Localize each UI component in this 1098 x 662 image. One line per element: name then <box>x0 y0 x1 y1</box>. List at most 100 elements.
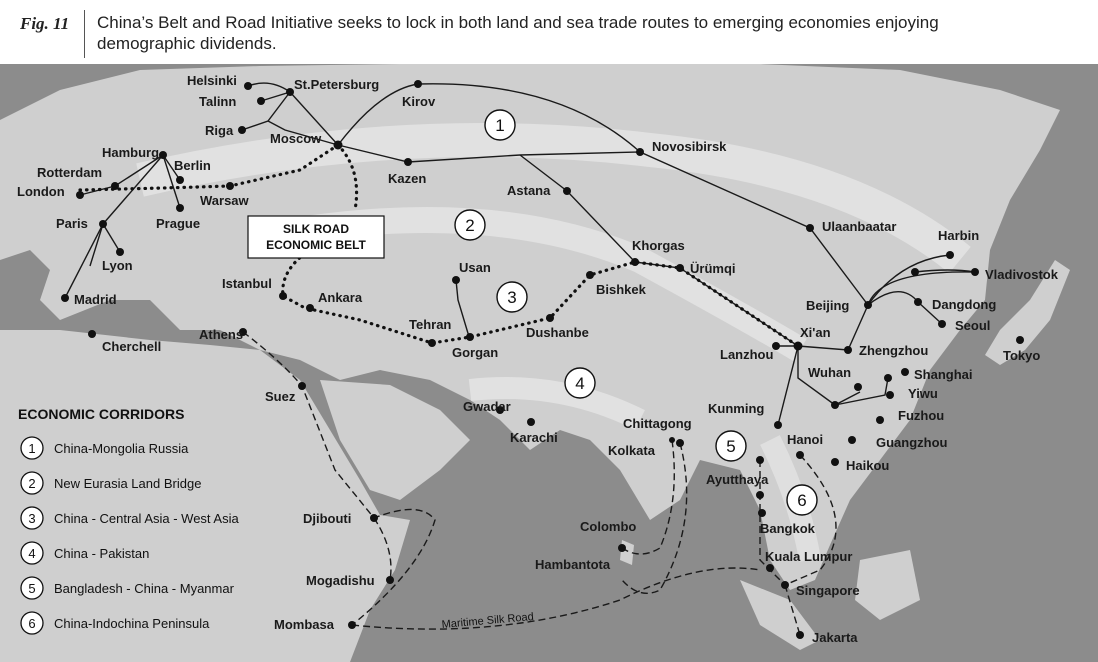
corridor-marker-3: 3 <box>496 281 528 313</box>
city-label-riga: Riga <box>205 123 234 138</box>
legend-item-number: 3 <box>28 511 35 526</box>
legend-item-number: 1 <box>28 441 35 456</box>
city-label-hanoi: Hanoi <box>787 432 823 447</box>
figure-header: Fig. 11 China’s Belt and Road Initiative… <box>0 0 1098 64</box>
city-label-lyon: Lyon <box>102 258 133 273</box>
city-label-yiwu: Yiwu <box>908 386 938 401</box>
city-label-ayutthaya: Ayutthaya <box>706 472 769 487</box>
city-label-karachi: Karachi <box>510 430 558 445</box>
city-label-bangkok: Bangkok <box>760 521 816 536</box>
city-label-zhengzhou: Zhengzhou <box>859 343 928 358</box>
city-label-kolkata: Kolkata <box>608 443 656 458</box>
city-label-xian: Xi'an <box>800 325 831 340</box>
legend-item-number: 6 <box>28 616 35 631</box>
legend-item-label: New Eurasia Land Bridge <box>54 476 201 491</box>
city-label-london: London <box>17 184 65 199</box>
legend-item-label: China - Central Asia - West Asia <box>54 511 239 526</box>
city-label-berlin: Berlin <box>174 158 211 173</box>
legend-item: 3 China - Central Asia - West Asia <box>20 506 239 530</box>
legend-item-label: Bangladesh - China - Myanmar <box>54 581 235 596</box>
city-label-hambantota: Hambantota <box>535 557 611 572</box>
silk-road-box-line1: SILK ROAD <box>283 222 349 236</box>
city-label-gorgan: Gorgan <box>452 345 498 360</box>
city-label-suez: Suez <box>265 389 296 404</box>
header-divider <box>84 10 85 58</box>
city-dots <box>61 80 1024 639</box>
legend-item-label: China-Mongolia Russia <box>54 441 189 456</box>
silk-road-box: SILK ROAD ECONOMIC BELT <box>247 215 385 259</box>
city-label-dushanbe: Dushanbe <box>526 325 589 340</box>
svg-text:1: 1 <box>495 116 504 135</box>
city-label-moscow: Moscow <box>270 131 322 146</box>
legend-item: 1 China-Mongolia Russia <box>20 436 189 460</box>
corridor-marker-2: 2 <box>454 209 486 241</box>
city-label-seoul: Seoul <box>955 318 990 333</box>
city-label-warsaw: Warsaw <box>200 193 250 208</box>
city-label-kazen: Kazen <box>388 171 426 186</box>
legend: ECONOMIC CORRIDORS 1 China-Mongolia Russ… <box>18 406 239 635</box>
arabia-landmass <box>320 380 470 500</box>
city-label-beijing: Beijing <box>806 298 849 313</box>
japan-landmass <box>985 260 1070 365</box>
city-label-stpetersburg: St.Petersburg <box>294 77 379 92</box>
corridor-marker-6: 6 <box>786 484 818 516</box>
legend-item-number: 4 <box>28 546 35 561</box>
city-label-hamburg: Hamburg <box>102 145 159 160</box>
city-label-ankara: Ankara <box>318 290 363 305</box>
city-label-mogadishu: Mogadishu <box>306 573 375 588</box>
legend-item-number: 5 <box>28 581 35 596</box>
legend-item-label: China-Indochina Peninsula <box>54 616 210 631</box>
city-label-tokyo: Tokyo <box>1003 348 1040 363</box>
city-label-kunming: Kunming <box>708 401 764 416</box>
city-label-haikou: Haikou <box>846 458 889 473</box>
city-label-helsinki: Helsinki <box>187 73 237 88</box>
city-label-paris: Paris <box>56 216 88 231</box>
city-label-chittagong: Chittagong <box>623 416 692 431</box>
city-label-singapore: Singapore <box>796 583 860 598</box>
city-label-gwadar: Gwadar <box>463 399 511 414</box>
corridor-marker-5: 5 <box>715 430 747 462</box>
corridor-glow <box>298 207 807 362</box>
city-label-dangdong: Dangdong <box>932 297 996 312</box>
city-label-shanghai: Shanghai <box>914 367 973 382</box>
legend-item: 5 Bangladesh - China - Myanmar <box>20 576 235 600</box>
figure-caption: China’s Belt and Road Initiative seeks t… <box>97 13 939 53</box>
city-label-kualalumpur: Kuala Lumpur <box>765 549 852 564</box>
svg-text:2: 2 <box>465 216 474 235</box>
corridor-glow <box>468 377 645 430</box>
city-label-djibouti: Djibouti <box>303 511 351 526</box>
city-label-vladivostok: Vladivostok <box>985 267 1059 282</box>
city-label-rotterdam: Rotterdam <box>37 165 102 180</box>
city-label-novosibirsk: Novosibirsk <box>652 139 727 154</box>
city-label-bishkek: Bishkek <box>596 282 647 297</box>
legend-item-number: 2 <box>28 476 35 491</box>
city-label-fuzhou: Fuzhou <box>898 408 944 423</box>
legend-item: 4 China - Pakistan <box>20 541 149 565</box>
city-label-kirov: Kirov <box>402 94 436 109</box>
corridor-marker-4: 4 <box>564 367 596 399</box>
belt-and-road-map: Helsinki Talinn Riga St.Petersburg Mosco… <box>0 64 1098 662</box>
figure-label: Fig. 11 <box>20 14 70 33</box>
city-label-urumqi: Ürümqi <box>690 261 736 276</box>
city-label-mombasa: Mombasa <box>274 617 335 632</box>
city-label-harbin: Harbin <box>938 228 979 243</box>
silk-road-box-line2: ECONOMIC BELT <box>266 238 366 252</box>
borneo-landmass <box>855 550 920 620</box>
legend-item: 6 China-Indochina Peninsula <box>20 611 210 635</box>
legend-item: 2 New Eurasia Land Bridge <box>20 471 201 495</box>
svg-text:4: 4 <box>575 374 584 393</box>
corridor-glow <box>136 123 971 274</box>
city-label-istanbul: Istanbul <box>222 276 272 291</box>
city-label-khorgas: Khorgas <box>632 238 685 253</box>
africa-landmass <box>0 330 410 662</box>
city-label-usan: Usan <box>459 260 491 275</box>
city-label-wuhan: Wuhan <box>808 365 851 380</box>
city-label-lanzhou: Lanzhou <box>720 347 773 362</box>
city-label-tehran: Tehran <box>409 317 451 332</box>
svg-text:5: 5 <box>726 437 735 456</box>
city-label-talinn: Talinn <box>199 94 236 109</box>
legend-title: ECONOMIC CORRIDORS <box>18 406 184 422</box>
city-label-cherchell: Cherchell <box>102 339 161 354</box>
city-label-athens: Athens <box>199 327 243 342</box>
